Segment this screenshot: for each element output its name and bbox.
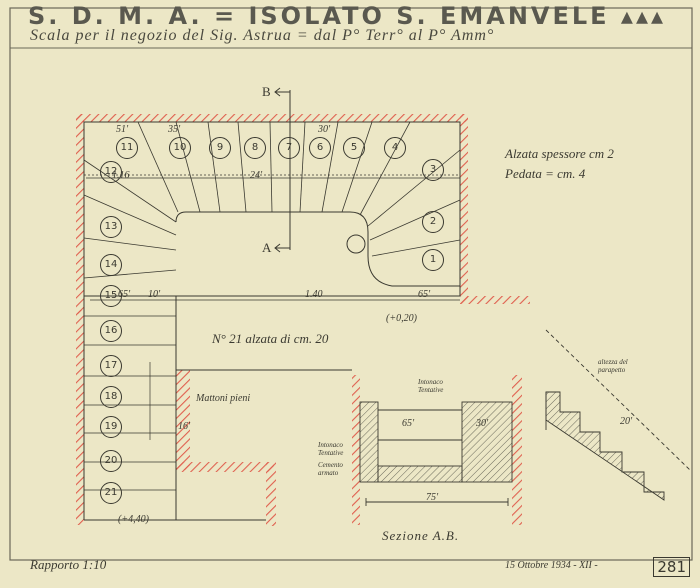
step-number: 10 <box>169 137 191 159</box>
note-pedata: Pedata = cm. 4 <box>505 166 586 181</box>
step-number: 18 <box>100 386 122 408</box>
dim-30-section: 30' <box>476 418 489 429</box>
section-ab-detail <box>359 401 513 506</box>
section-caption: Sezione A.B. <box>382 528 460 543</box>
dim-75: 75' <box>426 492 439 503</box>
note-alzata: Alzata spessore cm 2 <box>505 146 614 161</box>
dimension-lines <box>86 177 460 440</box>
step-number: 15 <box>100 285 122 307</box>
step-number: 11 <box>116 137 138 159</box>
note-mattoni: Mattoni pieni <box>196 393 251 404</box>
section-mark-b: B <box>262 84 271 99</box>
step-number: 1 <box>422 249 444 271</box>
stair-outline <box>83 121 461 521</box>
step-number: 4 <box>384 137 406 159</box>
dim-51: 51' <box>116 124 129 135</box>
step-number: 6 <box>309 137 331 159</box>
section-line-ab <box>274 87 291 253</box>
dim-65-right: 65' <box>418 289 431 300</box>
wall-hatching <box>76 114 530 526</box>
note-intonaco-top: Intonaco Tentative <box>418 378 444 394</box>
note-intonaco-left: Intonaco Tentative <box>318 441 344 457</box>
tread-lines <box>83 121 461 491</box>
dim-plus-440: (+4,40) <box>118 514 149 525</box>
step-number: 17 <box>100 355 122 377</box>
step-number: 3 <box>422 159 444 181</box>
dim-plus-020: (+0,20) <box>386 313 417 324</box>
drawing-date: 15 Ottobre 1934 - XII - <box>505 560 598 571</box>
dim-24: 24' <box>250 170 263 181</box>
step-number: 14 <box>100 254 122 276</box>
step-number: 16 <box>100 320 122 342</box>
step-number: 9 <box>209 137 231 159</box>
sheet-number: 281 <box>653 557 690 577</box>
step-number: 13 <box>100 216 122 238</box>
step-number: 5 <box>343 137 365 159</box>
dim-65-left: 65' <box>118 289 131 300</box>
note-altezza-parapetto: altezza del parapetto <box>598 358 628 374</box>
sheet-subtitle: Scala per il negozio del Sig. Astrua = d… <box>30 27 495 44</box>
dim-30-top: 30' <box>318 124 331 135</box>
section-mark-a: A <box>262 240 272 255</box>
step-number: 7 <box>278 137 300 159</box>
step-number: 20 <box>100 450 122 472</box>
stair-elevation <box>545 329 691 501</box>
dim-65-section: 65' <box>402 418 415 429</box>
dim-20: 20' <box>620 416 633 427</box>
step-number: 2 <box>422 211 444 233</box>
note-cemento: Cemento armato <box>318 461 343 477</box>
dim-10: 10' <box>148 289 161 300</box>
note-alzate-count: N° 21 alzata di cm. 20 <box>212 331 329 346</box>
step-number: 19 <box>100 416 122 438</box>
step-number: 21 <box>100 482 122 504</box>
dim-140: 1.40 <box>305 289 323 300</box>
scale-ratio: Rapporto 1:10 <box>30 557 107 572</box>
dim-35: 35' <box>168 124 181 135</box>
sheet-title: S. D. M. A. = ISOLATO S. EMANVELE ▴▴▴ <box>28 2 667 30</box>
dim-16: 16' <box>178 421 191 432</box>
step-number: 8 <box>244 137 266 159</box>
sheet-border <box>9 7 693 561</box>
step-number: 12 <box>100 161 122 183</box>
